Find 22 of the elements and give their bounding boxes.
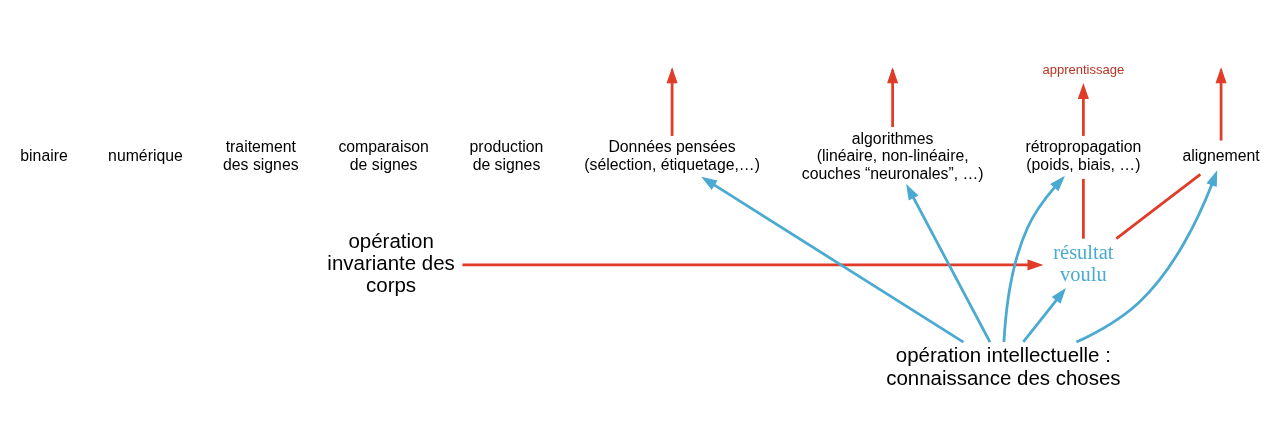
node-text: Données pensées (sélection, étiquetage,…) <box>584 137 760 173</box>
node-text: alignement <box>1182 146 1260 164</box>
arrow <box>462 258 1044 270</box>
node-text: apprentissage <box>1042 61 1125 77</box>
node-text: opération invariante des corps <box>327 228 455 296</box>
label: production de signes <box>469 137 544 173</box>
arrow <box>1022 287 1066 343</box>
connector <box>1115 172 1202 240</box>
node-text: résultat voulu <box>1053 240 1114 285</box>
arrow <box>701 176 965 343</box>
arrow <box>1075 169 1218 343</box>
node-text: opération intellectuelle : connaissance des choses <box>886 342 1121 389</box>
label: comparaison de signes <box>338 137 429 173</box>
node-text: algorithmes (linéaire, non-linéaire, couches “neuronales”, …) <box>801 129 984 182</box>
connector <box>1081 178 1085 239</box>
arrow <box>906 183 992 343</box>
arrow <box>1077 82 1089 136</box>
arrow <box>1002 175 1065 342</box>
node-text: rétropropagation (poids, biais, …) <box>1025 137 1142 173</box>
label: numérique <box>108 146 183 164</box>
label: binaire <box>20 146 68 164</box>
label: traitement des signes <box>223 137 299 173</box>
